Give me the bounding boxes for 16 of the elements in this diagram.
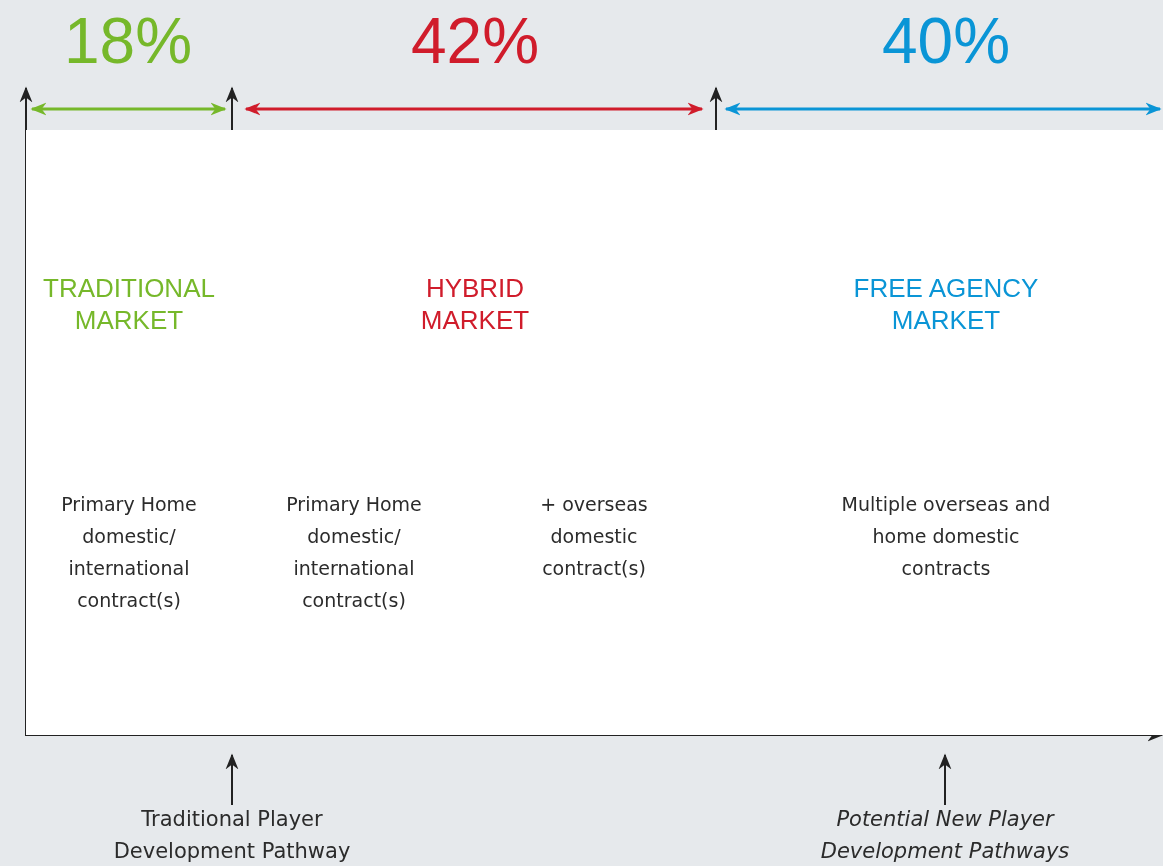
percentage-label: 42% [409, 6, 541, 76]
pathway-caption: Traditional Player Development Pathway [112, 806, 352, 865]
contract-description: Primary Home domestic/ international contract(s) [285, 492, 423, 613]
arrow [938, 753, 952, 806]
market-heading: TRADITIONAL MARKET [42, 272, 216, 336]
market-heading: FREE AGENCY MARKET [852, 272, 1040, 336]
market-panel [716, 130, 1163, 735]
contract-description: Primary Home domestic/ international contract(s) [60, 492, 198, 613]
market-panel [26, 130, 232, 735]
contract-description: Multiple overseas and home domestic contracts [841, 492, 1051, 581]
market-heading: HYBRID MARKET [419, 272, 531, 336]
contract-description: + overseas domestic contract(s) [539, 492, 649, 581]
pathway-caption: Potential New Player Development Pathways [819, 806, 1071, 865]
arrow [225, 753, 239, 806]
percentage-label: 40% [880, 6, 1012, 76]
percentage-label: 18% [62, 6, 194, 76]
